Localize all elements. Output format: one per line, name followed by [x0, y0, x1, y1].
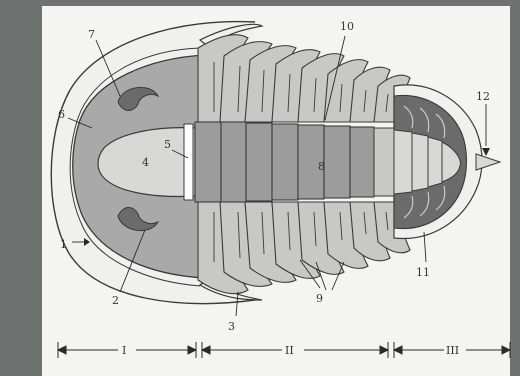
label-4: 4	[142, 156, 149, 169]
region-label-2: II	[285, 344, 294, 357]
label-2: 2	[112, 294, 119, 307]
arrow-12	[482, 148, 490, 156]
label-3: 3	[228, 320, 235, 333]
label-5: 5	[164, 138, 171, 151]
region-1-gap	[118, 342, 136, 358]
occipital-ring	[184, 124, 193, 200]
label-12: 12	[476, 90, 490, 103]
thorax-pleurae-bottom	[198, 202, 410, 294]
label-8: 8	[318, 160, 325, 173]
label-7: 7	[88, 28, 95, 41]
label-6: 6	[58, 108, 65, 121]
label-1: 1	[60, 238, 67, 251]
region-label-1: I	[122, 344, 126, 357]
label-10: 10	[340, 20, 354, 33]
thorax-axis	[195, 122, 374, 202]
terminal-spine	[476, 154, 500, 170]
label-9: 9	[316, 292, 323, 305]
label-11: 11	[416, 266, 430, 279]
region-label-3: III	[446, 344, 459, 357]
thorax-pleurae-top	[198, 35, 410, 122]
